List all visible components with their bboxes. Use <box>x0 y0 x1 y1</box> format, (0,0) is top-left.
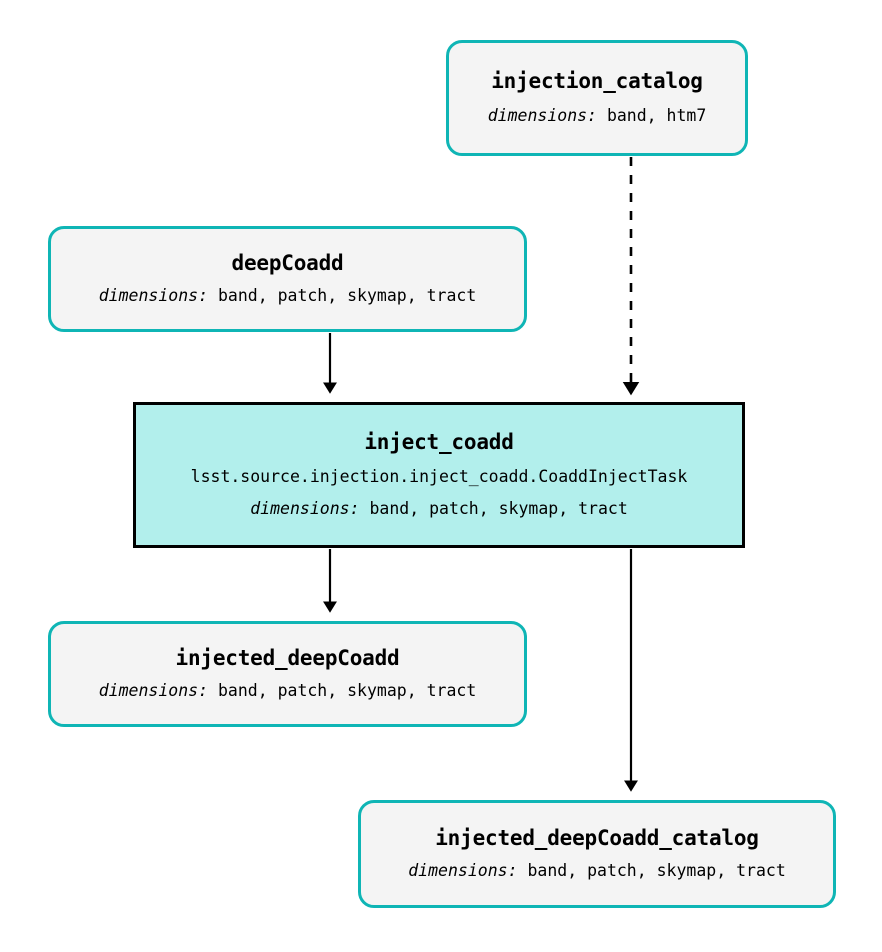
dimensions-value: band, patch, skymap, tract <box>527 861 786 881</box>
node-inject-coadd-class-path: lsst.source.injection.inject_coadd.Coadd… <box>190 466 688 486</box>
dimensions-label: dimensions: <box>250 498 360 518</box>
dimensions-value: band, patch, skymap, tract <box>217 681 477 701</box>
node-inject-coadd-dimensions: dimensions: band, patch, skymap, tract <box>250 498 628 519</box>
dimensions-value: band, patch, skymap, tract <box>369 498 628 518</box>
node-inject-coadd[interactable]: inject_coadd lsst.source.injection.injec… <box>133 402 745 548</box>
dimensions-label: dimensions: <box>487 106 597 126</box>
node-injected-deep-coadd-catalog-dimensions: dimensions: band, patch, skymap, tract <box>408 861 786 881</box>
node-injected-deep-coadd-dimensions: dimensions: band, patch, skymap, tract <box>98 681 477 701</box>
node-injection-catalog-dimensions: dimensions: band, htm7 <box>487 106 707 126</box>
dimensions-label: dimensions: <box>98 286 209 306</box>
node-injection-catalog-title: injection_catalog <box>491 68 703 93</box>
dimensions-label: dimensions: <box>408 861 518 881</box>
node-deep-coadd[interactable]: deepCoadd dimensions: band, patch, skyma… <box>48 226 527 332</box>
node-injected-deep-coadd-title: injected_deepCoadd <box>175 645 400 670</box>
node-injection-catalog[interactable]: injection_catalog dimensions: band, htm7 <box>446 40 748 156</box>
node-deep-coadd-title: deepCoadd <box>231 250 344 275</box>
node-injected-deep-coadd-catalog-title: injected_deepCoadd_catalog <box>435 825 759 850</box>
dimensions-value: band, patch, skymap, tract <box>217 286 477 306</box>
dimensions-value: band, htm7 <box>606 106 707 126</box>
node-inject-coadd-title: inject_coadd <box>364 430 514 455</box>
node-injected-deep-coadd-catalog[interactable]: injected_deepCoadd_catalog dimensions: b… <box>358 800 836 908</box>
node-deep-coadd-dimensions: dimensions: band, patch, skymap, tract <box>98 286 477 306</box>
dimensions-label: dimensions: <box>98 681 209 701</box>
node-injected-deep-coadd[interactable]: injected_deepCoadd dimensions: band, pat… <box>48 621 527 727</box>
